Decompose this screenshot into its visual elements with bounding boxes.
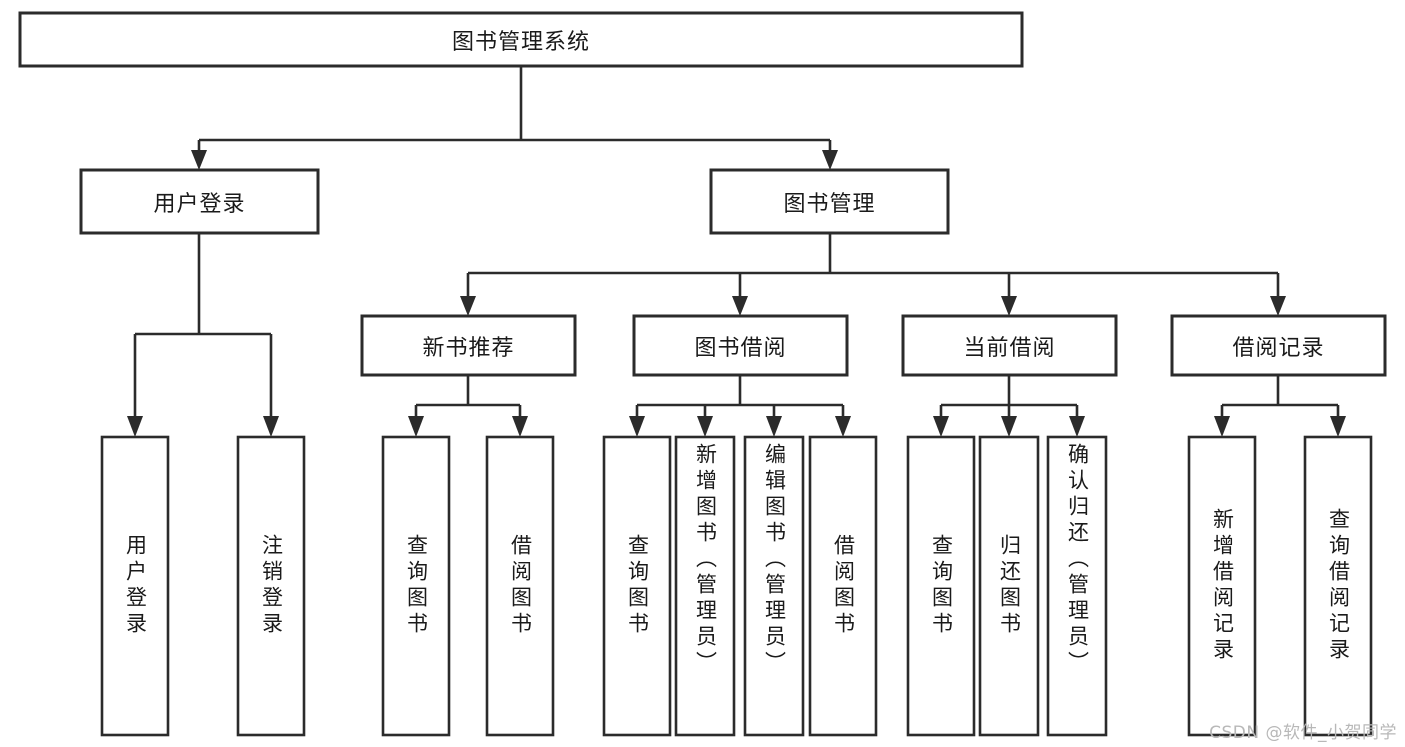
node-box-borrow-record[interactable] xyxy=(1170,314,1387,377)
arrow-head-book-borrow xyxy=(732,296,748,316)
arrow-head-leaf-query-borrow-record xyxy=(1330,416,1346,437)
arrow-head-new-book-rec xyxy=(460,296,476,316)
edge-group-root-to-level2 xyxy=(191,66,838,170)
node-box-root[interactable] xyxy=(18,11,1024,68)
node-box-leaf-add-book-admin[interactable] xyxy=(674,435,736,737)
node-box-book-manage[interactable] xyxy=(709,168,950,235)
edge-group-book-borrow-to-leaves xyxy=(629,375,851,437)
arrow-head-leaf-logout xyxy=(263,416,279,437)
arrow-head-leaf-return-book xyxy=(1001,416,1017,437)
edge-group-user-login-to-leaves xyxy=(127,233,279,437)
edge-group-book-manage-to-level3 xyxy=(460,233,1286,316)
node-box-leaf-query-borrow-record[interactable] xyxy=(1303,435,1373,737)
node-box-leaf-edit-book-admin[interactable] xyxy=(743,435,805,737)
arrow-head-borrow-record xyxy=(1270,296,1286,316)
node-box-leaf-borrow-book-1[interactable] xyxy=(485,435,555,737)
node-box-leaf-query-book-1[interactable] xyxy=(381,435,451,737)
node-box-leaf-return-book[interactable] xyxy=(978,435,1040,737)
edge-group-borrow-record-to-leaves xyxy=(1214,375,1346,437)
arrow-head-leaf-query-book-1 xyxy=(408,416,424,437)
node-box-leaf-query-book-2[interactable] xyxy=(602,435,672,737)
arrow-head-leaf-add-book-admin xyxy=(697,416,713,437)
arrow-head-user-login xyxy=(191,150,207,170)
arrow-head-leaf-confirm-return-admin xyxy=(1069,416,1085,437)
node-box-user-login[interactable] xyxy=(79,168,320,235)
node-box-leaf-add-borrow-record[interactable] xyxy=(1187,435,1257,737)
arrow-head-leaf-query-book-2 xyxy=(629,416,645,437)
edge-group-current-borrow-to-leaves xyxy=(933,375,1085,437)
node-box-current-borrow[interactable] xyxy=(901,314,1118,377)
node-box-leaf-confirm-return-admin[interactable] xyxy=(1046,435,1108,737)
arrow-head-current-borrow xyxy=(1001,296,1017,316)
node-box-leaf-user-login[interactable] xyxy=(100,435,170,737)
arrow-head-book-manage xyxy=(822,150,838,170)
arrow-head-leaf-edit-book-admin xyxy=(766,416,782,437)
arrow-head-leaf-query-book-3 xyxy=(933,416,949,437)
arrow-head-leaf-user-login xyxy=(127,416,143,437)
node-box-leaf-borrow-book-2[interactable] xyxy=(808,435,878,737)
arrow-head-leaf-borrow-book-2 xyxy=(835,416,851,437)
node-box-leaf-query-book-3[interactable] xyxy=(906,435,976,737)
node-box-book-borrow[interactable] xyxy=(632,314,849,377)
watermark-text: CSDN @软件_小贺同学 xyxy=(1209,723,1397,743)
arrow-head-leaf-add-borrow-record xyxy=(1214,416,1230,437)
node-box-new-book-rec[interactable] xyxy=(360,314,577,377)
node-box-leaf-logout[interactable] xyxy=(236,435,306,737)
arrow-head-leaf-borrow-book-1 xyxy=(512,416,528,437)
edge-group-new-book-rec-to-leaves xyxy=(408,375,528,437)
